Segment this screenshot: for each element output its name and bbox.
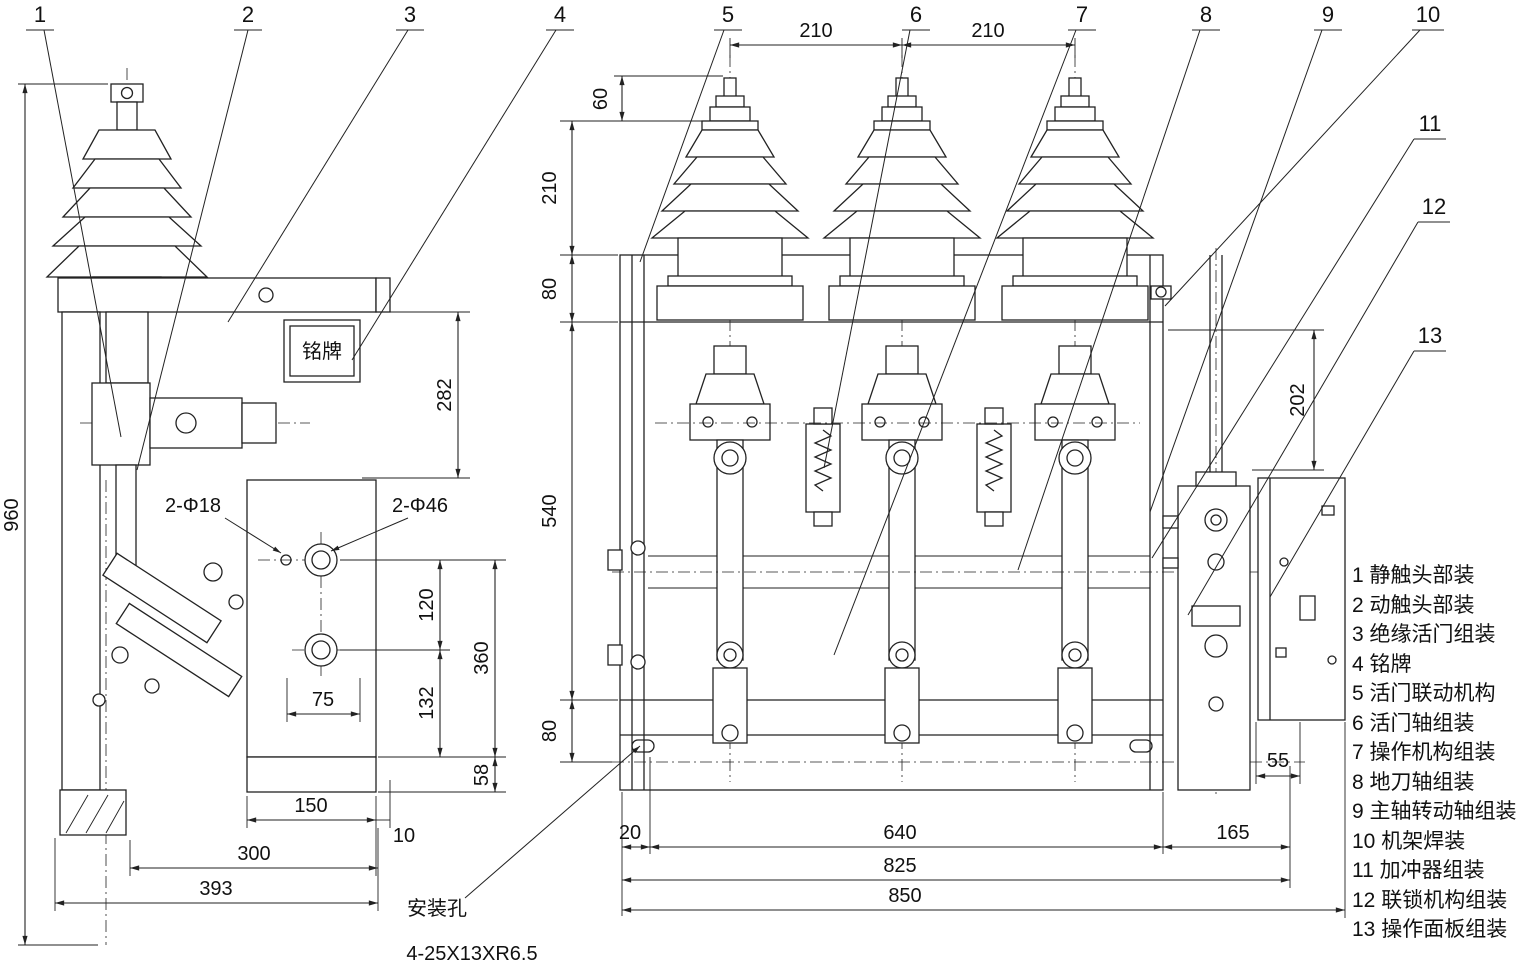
left-insulator	[45, 83, 209, 290]
dim-282: 282	[434, 378, 456, 411]
dim-20: 20	[619, 822, 641, 844]
nameplate-label: 铭牌	[302, 340, 342, 363]
legend-item-9: 9 主轴转动轴组装	[1352, 800, 1517, 823]
legend-item-13: 13 操作面板组装	[1352, 918, 1507, 941]
right-view-dimensions: 210 210 60 210 80 540 80 202	[539, 20, 1346, 918]
spring-ab	[805, 407, 841, 527]
callout-2: 2	[242, 2, 254, 27]
callout-12: 12	[1422, 194, 1446, 219]
legend-item-8: 8 地刀轴组装	[1352, 771, 1475, 794]
callout-3: 3	[404, 2, 416, 27]
dim-210: 210	[539, 171, 561, 204]
mounting-hole-spec: 4-25X13XR6.5	[406, 943, 537, 965]
left-view-mechanism	[80, 311, 310, 707]
legend-item-1: 1 静触头部装	[1352, 564, 1475, 587]
legend-item-10: 10 机架焊装	[1352, 830, 1465, 853]
legend-item-12: 12 联锁机构组装	[1352, 889, 1507, 912]
hole-label-small: 2-Φ18	[165, 495, 221, 517]
callout-9: 9	[1322, 2, 1334, 27]
callout-1: 1	[34, 2, 46, 27]
callouts: 1 2 3 4 5 6 7 8 9 10 11 12	[26, 2, 1450, 656]
mounting-plate	[246, 479, 377, 758]
callout-5: 5	[722, 2, 734, 27]
callout-8: 8	[1200, 2, 1212, 27]
dim-pitch-a: 210	[799, 20, 832, 42]
dim-202: 202	[1287, 383, 1309, 416]
parts-legend: 1 静触头部装 2 动触头部装 3 绝缘活门组装 4 铭牌 5 活门联动机构 6…	[1352, 564, 1517, 941]
legend-item-3: 3 绝缘活门组装	[1352, 623, 1496, 646]
operation-panel	[1257, 477, 1346, 721]
dim-165: 165	[1216, 822, 1249, 844]
mounting-hole-label: 安装孔	[407, 897, 467, 920]
dim-80-top: 80	[539, 278, 561, 300]
dim-360: 360	[471, 641, 493, 674]
dim-120: 120	[416, 588, 438, 621]
callout-6: 6	[910, 2, 922, 27]
legend-item-7: 7 操作机构组装	[1352, 741, 1496, 764]
dim-75: 75	[312, 689, 334, 711]
mounting-hole-note: 安装孔 4-25X13XR6.5	[406, 745, 641, 965]
legend-item-4: 4 铭牌	[1352, 653, 1412, 676]
mounting-slot-left	[631, 739, 655, 753]
callout-11: 11	[1419, 111, 1442, 136]
left-view-dimensions: 960 282 360 120 132 58 75	[1, 83, 506, 946]
insulated-rod	[115, 602, 243, 698]
legend-item-6: 6 活门轴组装	[1352, 712, 1475, 735]
right-view: 210 210 60 210 80 540 80 202	[406, 20, 1346, 965]
dim-825: 825	[883, 855, 916, 877]
callout-4: 4	[554, 2, 566, 27]
dim-55: 55	[1267, 750, 1289, 772]
mounting-slot-right	[1129, 739, 1153, 753]
dim-300: 300	[237, 843, 270, 865]
dim-150: 150	[294, 795, 327, 817]
legend-item-5: 5 活门联动机构	[1352, 682, 1496, 705]
spring-bc	[976, 407, 1012, 527]
dim-132: 132	[416, 686, 438, 719]
dim-960: 960	[1, 498, 23, 531]
dim-10: 10	[393, 825, 415, 847]
mounting-holes: 2-Φ18 2-Φ46	[165, 495, 448, 678]
dim-393: 393	[199, 878, 232, 900]
dim-60: 60	[590, 88, 612, 110]
dim-58: 58	[471, 764, 493, 786]
dim-850: 850	[888, 885, 921, 907]
operating-mechanism	[1162, 248, 1251, 795]
legend-item-11: 11 加冲器组装	[1352, 859, 1485, 882]
callout-7: 7	[1076, 2, 1088, 27]
dim-540: 540	[539, 494, 561, 527]
insulated-rod	[102, 552, 222, 644]
legend-item-2: 2 动触头部装	[1352, 594, 1475, 617]
callout-10: 10	[1416, 2, 1440, 27]
left-view-frame	[57, 277, 391, 836]
left-view: 铭牌 2-Φ18	[1, 68, 506, 946]
dim-pitch-b: 210	[971, 20, 1004, 42]
callout-13: 13	[1418, 323, 1442, 348]
hole-label-large: 2-Φ46	[392, 495, 448, 517]
dim-640: 640	[883, 822, 916, 844]
nameplate: 铭牌	[283, 319, 361, 383]
dim-80-bottom: 80	[539, 720, 561, 742]
